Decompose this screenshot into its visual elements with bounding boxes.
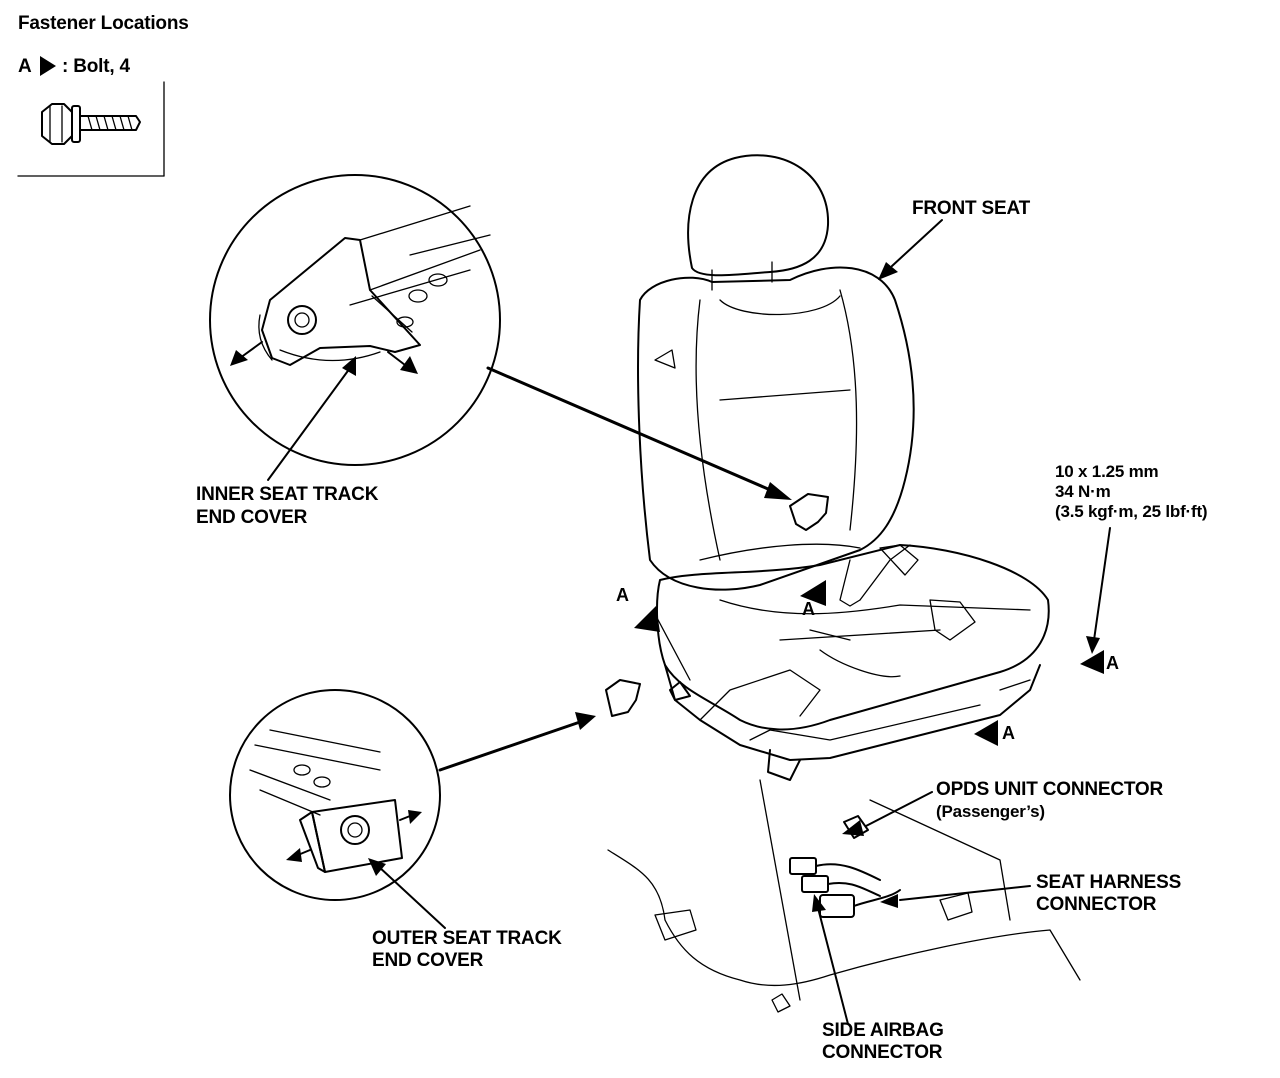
bolt-tag-left: A: [616, 585, 629, 605]
inner-cover-leader: [267, 356, 792, 500]
bolt-icon: [41, 103, 141, 145]
outer-cover-label-line2: END COVER: [372, 950, 484, 971]
diagram-title: Fastener Locations: [18, 13, 189, 34]
front-seat-leader: [891, 219, 943, 267]
pointer-triangle-icon: [974, 720, 998, 746]
bolt-tag-right: A: [1106, 653, 1119, 673]
seat-harness-label-line1: SEAT HARNESS: [1036, 872, 1182, 893]
pointer-triangle-icon: [634, 606, 660, 632]
bolt-pointers: [634, 580, 1104, 746]
fastener-letter: A: [18, 56, 32, 77]
torque-spec-line2: 34 N·m: [1055, 482, 1111, 501]
fastener-description: : Bolt, 4: [62, 56, 130, 77]
inner-cover-label-line1: INNER SEAT TRACK: [196, 484, 379, 505]
side-airbag-label-line2: CONNECTOR: [822, 1042, 943, 1063]
inner-end-cover-part: [789, 493, 829, 531]
outer-cover-leader: [368, 712, 596, 929]
bolt-tag-center: A: [802, 599, 815, 619]
inner-cover-label-line2: END COVER: [196, 507, 308, 528]
outer-end-cover-part: [605, 679, 641, 717]
torque-spec-line3: (3.5 kgf·m, 25 lbf·ft): [1055, 502, 1208, 521]
seat-harness-label-line2: CONNECTOR: [1036, 894, 1157, 915]
fastener-legend-box: [17, 56, 165, 177]
pointer-triangle-icon: [800, 580, 826, 606]
front-seat-illustration: [637, 154, 1050, 781]
opds-label-line2: (Passenger’s): [936, 802, 1045, 821]
floor-harness-area: [607, 779, 1081, 1025]
bolt-tag-lower: A: [1002, 723, 1015, 743]
side-airbag-label-line1: SIDE AIRBAG: [822, 1020, 944, 1041]
pointer-triangle-icon: [40, 56, 56, 76]
front-seat-label: FRONT SEAT: [912, 198, 1030, 219]
inner-cover-zoom-circle: [209, 174, 501, 466]
outer-cover-zoom-circle: [229, 689, 441, 901]
pointer-triangle-icon: [1080, 650, 1104, 674]
torque-spec-line1: 10 x 1.25 mm: [1055, 462, 1159, 481]
torque-leader: [1093, 527, 1111, 641]
opds-label-line1: OPDS UNIT CONNECTOR: [936, 779, 1164, 800]
outer-cover-label-line1: OUTER SEAT TRACK: [372, 928, 562, 949]
